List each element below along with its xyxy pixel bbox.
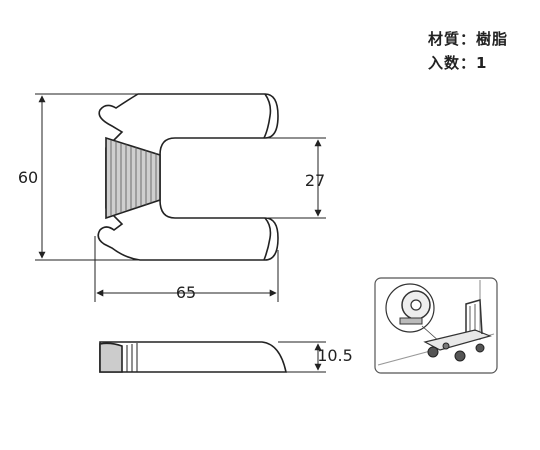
height-dimension-label: 60 <box>18 168 38 187</box>
usage-illustration <box>374 277 498 374</box>
width-dimension-label: 65 <box>176 283 196 302</box>
top-view <box>97 93 279 261</box>
side-view <box>99 341 287 373</box>
ribbed-wedge <box>105 136 161 220</box>
material-spec: 材質：樹脂 <box>428 30 509 48</box>
quantity-spec: 入数：1 <box>428 54 488 72</box>
dimension-lines <box>35 93 326 373</box>
thickness-dimension-label: 10.5 <box>317 346 353 365</box>
slot-width-dimension-label: 27 <box>305 171 325 190</box>
